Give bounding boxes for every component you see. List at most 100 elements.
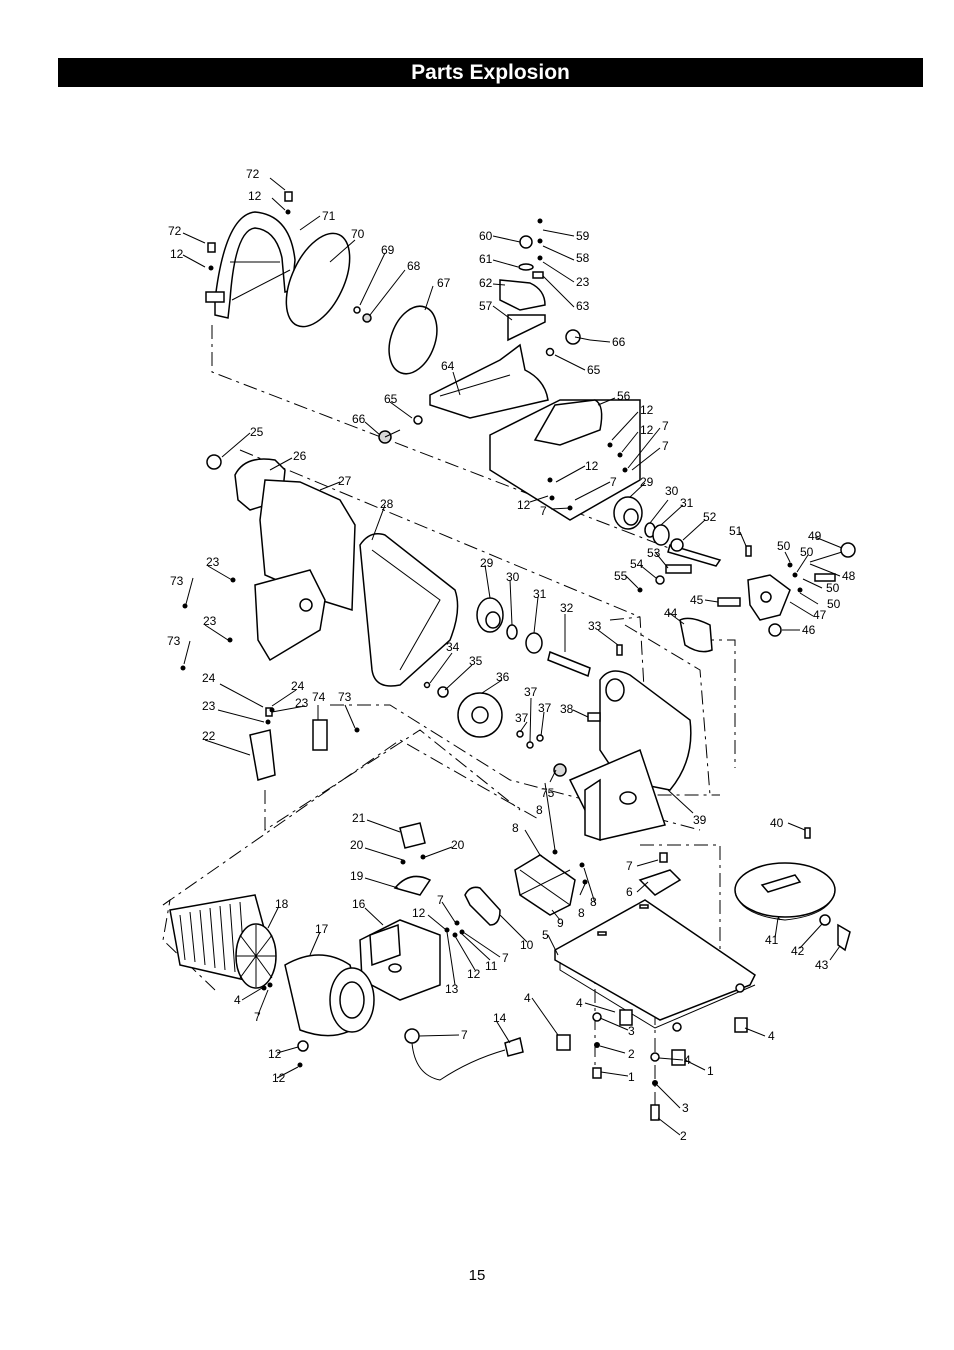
motor-mount-plate <box>553 670 692 842</box>
callout: 7 <box>540 504 547 518</box>
callout: 36 <box>496 670 510 684</box>
callout: 32 <box>560 601 574 615</box>
callout: 7 <box>461 1028 468 1042</box>
page-number: 15 <box>468 1267 486 1284</box>
callout: 12 <box>467 967 481 981</box>
tension-mechanism <box>637 538 856 653</box>
callout: 57 <box>479 299 493 313</box>
callout: 67 <box>437 276 451 290</box>
disc-washer <box>353 306 372 323</box>
callout: 75 <box>541 786 555 800</box>
callout: 23 <box>203 614 217 628</box>
callout: 43 <box>815 958 829 972</box>
roller-right <box>613 496 670 546</box>
callout: 24 <box>202 671 216 685</box>
callout: 9 <box>557 916 564 930</box>
callout: 66 <box>612 335 626 349</box>
callout: 66 <box>352 412 366 426</box>
callout: 12 <box>412 906 426 920</box>
callout: 12 <box>640 423 654 437</box>
callout: 55 <box>614 569 628 583</box>
callout: 13 <box>445 982 459 996</box>
callout: 12 <box>248 189 262 203</box>
page-title: Parts Explosion <box>58 58 923 87</box>
callout: 70 <box>351 227 365 241</box>
callout: 44 <box>664 606 678 620</box>
callout: 49 <box>808 529 822 543</box>
callout: 7 <box>254 1010 261 1024</box>
callout: 23 <box>206 555 220 569</box>
callout: 72 <box>168 224 182 238</box>
belt-frame <box>206 454 459 687</box>
sanding-disc <box>285 232 351 328</box>
callout: 41 <box>765 933 779 947</box>
callout: 20 <box>451 838 465 852</box>
callout: 12 <box>640 403 654 417</box>
callout: 7 <box>626 859 633 873</box>
part-callouts: 72 12 71 72 12 70 69 68 67 60 59 58 61 6… <box>167 167 856 1143</box>
callout: 34 <box>446 640 460 654</box>
callout: 59 <box>576 229 590 243</box>
callout: 7 <box>610 475 617 489</box>
callout: 12 <box>170 247 184 261</box>
callout: 35 <box>469 654 483 668</box>
callout: 33 <box>588 619 602 633</box>
callout: 63 <box>576 299 590 313</box>
table-bracket <box>378 218 591 444</box>
callout: 23 <box>202 699 216 713</box>
callout: 39 <box>693 813 707 827</box>
callout: 1 <box>628 1070 635 1084</box>
callout: 22 <box>202 729 216 743</box>
callout: 46 <box>802 623 816 637</box>
callout: 30 <box>506 570 520 584</box>
callout: 30 <box>665 484 679 498</box>
callout: 53 <box>647 546 661 560</box>
callout: 19 <box>350 869 364 883</box>
callout: 14 <box>493 1011 507 1025</box>
callout: 51 <box>729 524 743 538</box>
callout: 68 <box>407 259 421 273</box>
capacitor-cord <box>404 886 524 1081</box>
base-plate <box>554 899 756 1121</box>
callout: 4 <box>684 1053 691 1067</box>
callout: 31 <box>680 496 694 510</box>
callout: 24 <box>291 679 305 693</box>
callout: 37 <box>524 685 538 699</box>
callout: 31 <box>533 587 547 601</box>
callout: 3 <box>682 1101 689 1115</box>
callout: 12 <box>585 459 599 473</box>
callout: 47 <box>813 608 827 622</box>
callout: 8 <box>512 821 519 835</box>
callout: 73 <box>170 574 184 588</box>
callout: 37 <box>515 711 529 725</box>
brackets-center <box>514 849 682 916</box>
callout: 74 <box>312 690 326 704</box>
callout: 50 <box>827 597 841 611</box>
callout: 72 <box>246 167 260 181</box>
motor <box>169 894 375 1068</box>
callout: 38 <box>560 702 574 716</box>
callout: 20 <box>350 838 364 852</box>
callout: 50 <box>777 539 791 553</box>
callout: 2 <box>628 1047 635 1061</box>
callout: 12 <box>268 1047 282 1061</box>
callout: 3 <box>628 1024 635 1038</box>
callout: 8 <box>578 906 585 920</box>
callout: 18 <box>275 897 289 911</box>
disc-guard <box>205 211 296 319</box>
callout: 62 <box>479 276 493 290</box>
callout: 65 <box>587 363 601 377</box>
callout: 50 <box>800 545 814 559</box>
callout: 42 <box>791 944 805 958</box>
callout: 48 <box>842 569 856 583</box>
callout: 54 <box>630 557 644 571</box>
callout: 4 <box>576 996 583 1010</box>
rollers <box>423 597 623 749</box>
callout: 69 <box>381 243 395 257</box>
callout: 4 <box>768 1029 775 1043</box>
callout: 2 <box>680 1129 687 1143</box>
callout: 50 <box>826 581 840 595</box>
sanding-paper <box>388 305 438 375</box>
callout: 7 <box>437 893 444 907</box>
